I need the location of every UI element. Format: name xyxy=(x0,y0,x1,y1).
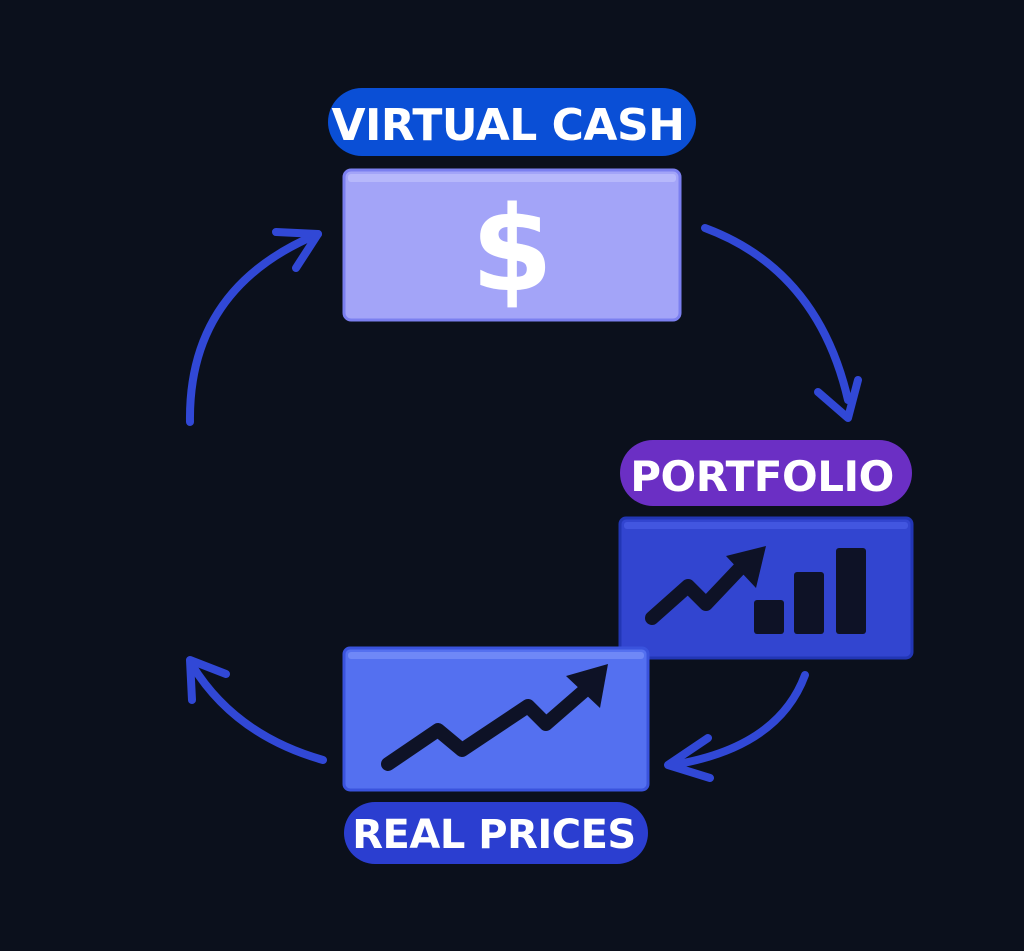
node-virtual-cash: VIRTUAL CASH $ xyxy=(328,88,696,322)
cycle-arrows xyxy=(185,224,862,782)
dollar-icon: $ xyxy=(471,180,553,318)
trend-up-icon xyxy=(381,664,608,771)
portfolio-label: PORTFOLIO xyxy=(630,452,894,501)
portfolio-card-sheen xyxy=(624,522,908,529)
arrow-left-to-cash xyxy=(185,228,322,426)
virtual-cash-card-sheen xyxy=(348,174,676,182)
virtual-cash-label: VIRTUAL CASH xyxy=(332,100,685,151)
node-portfolio: PORTFOLIO xyxy=(618,440,914,660)
node-real-prices: REAL PRICES xyxy=(342,646,650,864)
arrow-prices-to-left xyxy=(186,656,327,764)
virtual-cash-card xyxy=(342,168,682,322)
portfolio-card xyxy=(618,516,914,660)
portfolio-pill xyxy=(620,440,912,506)
real-prices-card-sheen xyxy=(348,652,644,659)
real-prices-label: REAL PRICES xyxy=(352,812,635,858)
growth-bar-chart-icon xyxy=(645,546,866,634)
arrow-cash-to-portfolio xyxy=(701,224,862,422)
real-prices-pill xyxy=(344,802,648,864)
virtual-cash-pill xyxy=(328,88,696,156)
arrow-portfolio-to-prices xyxy=(664,671,809,782)
